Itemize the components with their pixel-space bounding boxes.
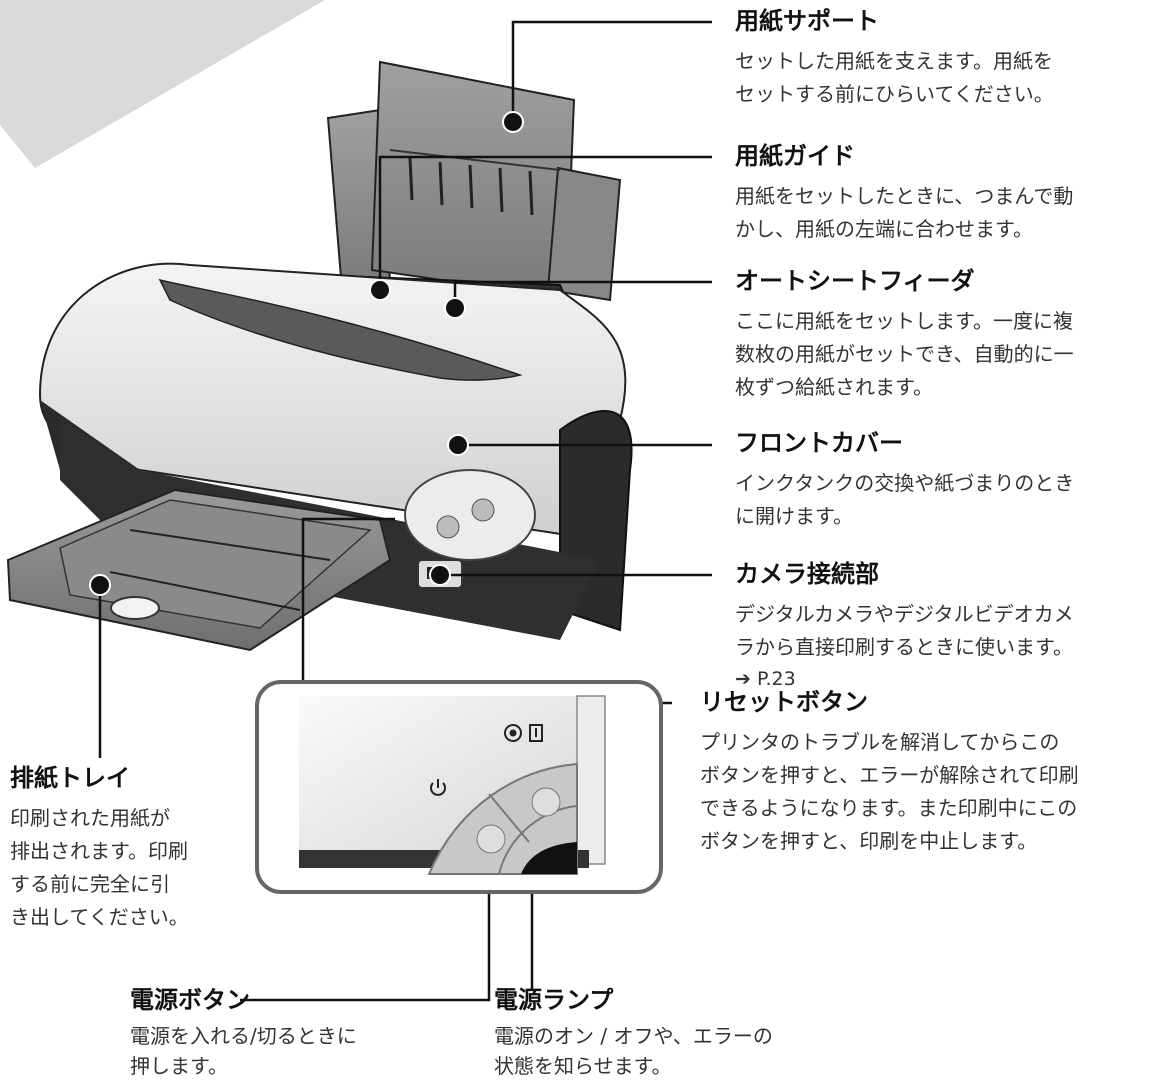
title-camera-port: カメラ接続部 [735, 560, 879, 588]
label-paper-guide: 用紙ガイド 用紙をセットしたときに、つまんで動 かし、用紙の左端に合わせます。 [735, 141, 1073, 246]
desc-power-lamp: 電源のオン / オフや、エラーの 状態を知らせます。 [494, 1024, 773, 1078]
desc-power-button: 電源を入れる/切るときに 押します。 [130, 1024, 357, 1078]
title-auto-sheet-feeder: オートシートフィーダ [735, 267, 975, 295]
paper-support [326, 60, 622, 302]
label-power-lamp: 電源ランプ 電源のオン / オフや、エラーの 状態を知らせます。 [494, 985, 773, 1081]
label-reset-button: リセットボタン プリンタのトラブルを解消してからこの ボタンを押すと、エラーが解… [700, 687, 1079, 858]
title-paper-guide: 用紙ガイド [735, 142, 855, 170]
label-paper-support: 用紙サポート セットした用紙を支えます。用紙を セットする前にひらいてください。 [735, 6, 1054, 111]
reset-symbol-icon [504, 724, 543, 742]
label-power-button: 電源ボタン 電源を入れる/切るときに 押します。 [130, 985, 357, 1081]
desc-front-cover: インクタンクの交換や紙づまりのとき に開けます。 [735, 471, 1075, 528]
title-output-tray: 排紙トレイ [10, 764, 130, 792]
callout-dot-auto-sheet-feeder [444, 297, 466, 319]
power-symbol-icon [430, 779, 446, 796]
printer-illustration [6, 60, 633, 652]
desc-paper-guide: 用紙をセットしたときに、つまんで動 かし、用紙の左端に合わせます。 [735, 184, 1074, 241]
title-paper-support: 用紙サポート [735, 7, 879, 35]
desc-reset-button: プリンタのトラブルを解消してからこの ボタンを押すと、エラーが解除されて印刷 で… [700, 730, 1079, 853]
callout-dot-front-cover [447, 434, 469, 456]
title-front-cover: フロントカバー [735, 429, 903, 457]
label-auto-sheet-feeder: オートシートフィーダ ここに用紙をセットします。一度に複 数枚の用紙がセットでき… [735, 266, 1074, 404]
desc-camera-port: デジタルカメラやデジタルビデオカメ ラから直接印刷するときに使います。 [735, 602, 1074, 659]
callout-dot-paper-support [502, 111, 524, 133]
desc-output-tray: 印刷された用紙が 排出されます。印刷 する前に完全に引 き出してください。 [10, 806, 189, 929]
title-reset-button: リセットボタン [700, 688, 868, 716]
desc-paper-support: セットした用紙を支えます。用紙を セットする前にひらいてください。 [735, 49, 1054, 106]
title-power-button: 電源ボタン [130, 986, 250, 1014]
control-panel-inset [255, 680, 663, 894]
label-output-tray: 排紙トレイ 印刷された用紙が 排出されます。印刷 する前に完全に引 き出してくだ… [10, 763, 189, 934]
callout-dot-paper-guide [369, 279, 391, 301]
control-panel-illustration [299, 695, 606, 875]
label-camera-port: カメラ接続部 デジタルカメラやデジタルビデオカメ ラから直接印刷するときに使いま… [735, 559, 1074, 694]
callout-dot-camera-port [429, 564, 451, 586]
title-power-lamp: 電源ランプ [494, 986, 614, 1014]
page-reference-link[interactable]: ➔ P.23 [735, 668, 796, 690]
label-front-cover: フロントカバー インクタンクの交換や紙づまりのとき に開けます。 [735, 428, 1074, 533]
desc-auto-sheet-feeder: ここに用紙をセットします。一度に複 数枚の用紙がセットでき、自動的に一 枚ずつ給… [735, 309, 1074, 399]
background-accent-shape [0, 0, 325, 168]
callout-dot-output-tray [89, 574, 111, 596]
